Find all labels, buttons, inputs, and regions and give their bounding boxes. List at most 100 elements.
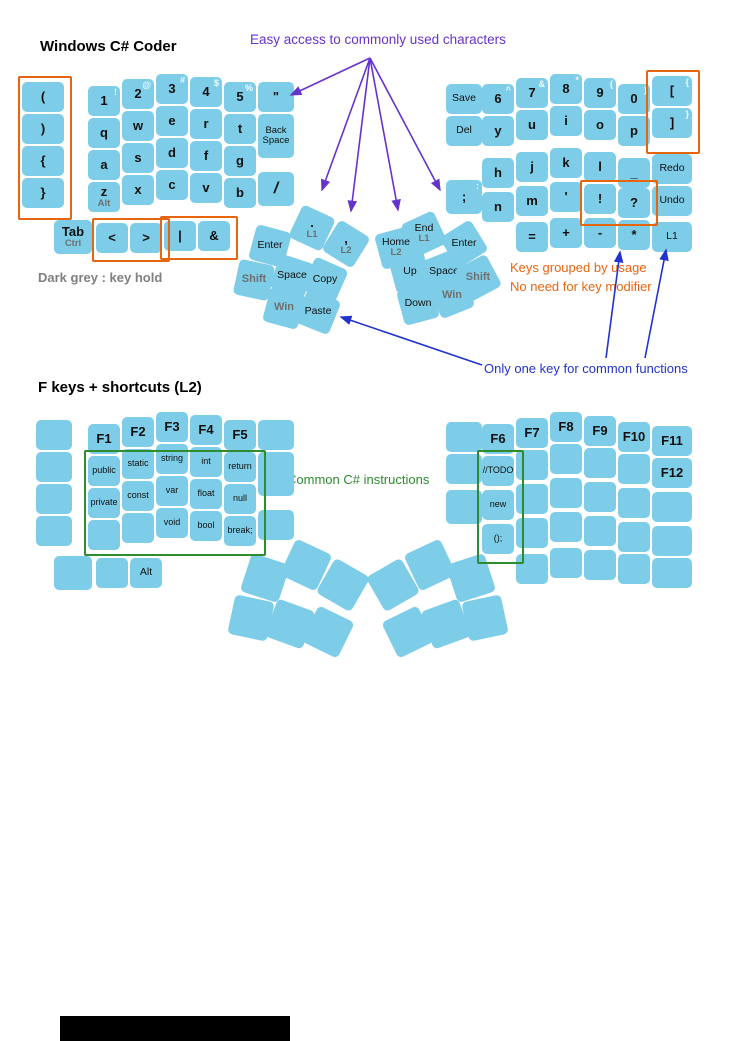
blank-key [584,550,616,580]
blank-key [618,454,650,484]
key-label: private [90,497,118,508]
key-var: var [156,476,188,506]
key-label: u [528,117,536,133]
key-label: ? [630,195,638,211]
key-label-group: t [224,114,256,144]
key-f8: F8 [550,412,582,442]
key-label-group: Down [400,286,436,322]
key-a: a [88,150,120,180]
key-label-group [373,565,413,605]
key-label: Save [452,92,476,105]
key-label-group: d [156,138,188,168]
key-shifted-label: # [179,75,185,85]
key-v: v [190,173,222,203]
key-b: b [224,178,256,208]
key-label-group: F12 [652,458,692,488]
key-label-group: y [482,116,514,146]
key-label: Tab [61,223,85,239]
key-null: null [224,484,256,514]
key-label: c [168,177,176,193]
key-hold-label: L2 [340,244,352,256]
key-label-group: = [516,222,548,252]
key-label: ] [669,115,675,131]
key-label: Space [277,269,307,282]
key-label: / [273,179,279,197]
key-6: ^6 [482,84,514,114]
key-symbol: (); [482,524,514,554]
key-label: ( [40,89,46,105]
key-private: private [88,488,120,518]
key-label-group: ( [22,82,64,112]
blank-key [618,522,650,552]
key-label: static [127,458,149,469]
key-label: F12 [660,465,684,481]
key-label: [ [669,83,675,99]
key-label-group [54,556,92,590]
key-label: q [100,125,108,141]
key-label: = [528,229,536,245]
key-label-group: 4 [190,77,222,107]
key-label-group: " [258,82,294,112]
key-symbol: ( [22,82,64,112]
blank-key [516,518,548,548]
key-int: int [190,447,222,477]
key-w: w [122,111,154,141]
key-label-group: int [190,447,222,477]
key-symbol: {[ [652,76,692,106]
key-7: &7 [516,78,548,108]
key-label-group [652,492,692,522]
key-label: d [168,145,176,161]
key-label-group [323,565,363,605]
key-label-group: new [482,490,514,520]
key-label: void [163,517,181,528]
key-label: Win [441,289,463,302]
key-alt: Alt [130,558,162,588]
key-label-group: h [482,158,514,188]
key-shifted-label: ^ [505,85,511,95]
key-j: j [516,152,548,182]
orange-highlight-box [160,216,238,260]
key-label: Copy [312,273,338,286]
key-label: 1 [100,93,108,109]
key-save: Save [446,84,482,114]
key-label-group [584,448,616,478]
key-void: void [156,508,188,538]
key-o: o [584,110,616,140]
key-bool: bool [190,511,222,541]
key-label: } [40,185,46,201]
key-d: d [156,138,188,168]
key-label-group: F3 [156,412,188,442]
key-label: F4 [198,422,214,438]
key-label-group: F5 [224,420,256,450]
key-3: #3 [156,74,188,104]
key-label-group: | [164,221,196,251]
blank-key [36,516,72,546]
key-label-group: ? [618,188,650,218]
key-break: break; [224,516,256,546]
key-label-group: 2 [122,79,154,109]
key-label: { [40,153,46,169]
key-m: m [516,186,548,216]
orange-highlight-box [92,218,170,262]
key-label: p [630,123,638,139]
key-label: F5 [232,427,248,443]
key-label: Alt [139,566,153,579]
key-label-group: F8 [550,412,582,442]
key-undo: Undo [652,186,692,216]
blank-key [550,478,582,508]
key-q: q [88,118,120,148]
key-label: 5 [236,89,244,105]
key-label: F1 [96,431,112,447]
key-label-group: Undo [652,186,692,216]
blank-key [96,558,128,588]
layer2-title: F keys + shortcuts (L2) [38,379,202,396]
key-label-group: Win [434,278,470,314]
key-label: | [178,228,182,244]
key-symbol: / [258,172,294,206]
key-0: )0 [618,84,650,114]
key-label: , [344,230,348,246]
key-label-group: w [122,111,154,141]
key-label: t [237,121,243,137]
